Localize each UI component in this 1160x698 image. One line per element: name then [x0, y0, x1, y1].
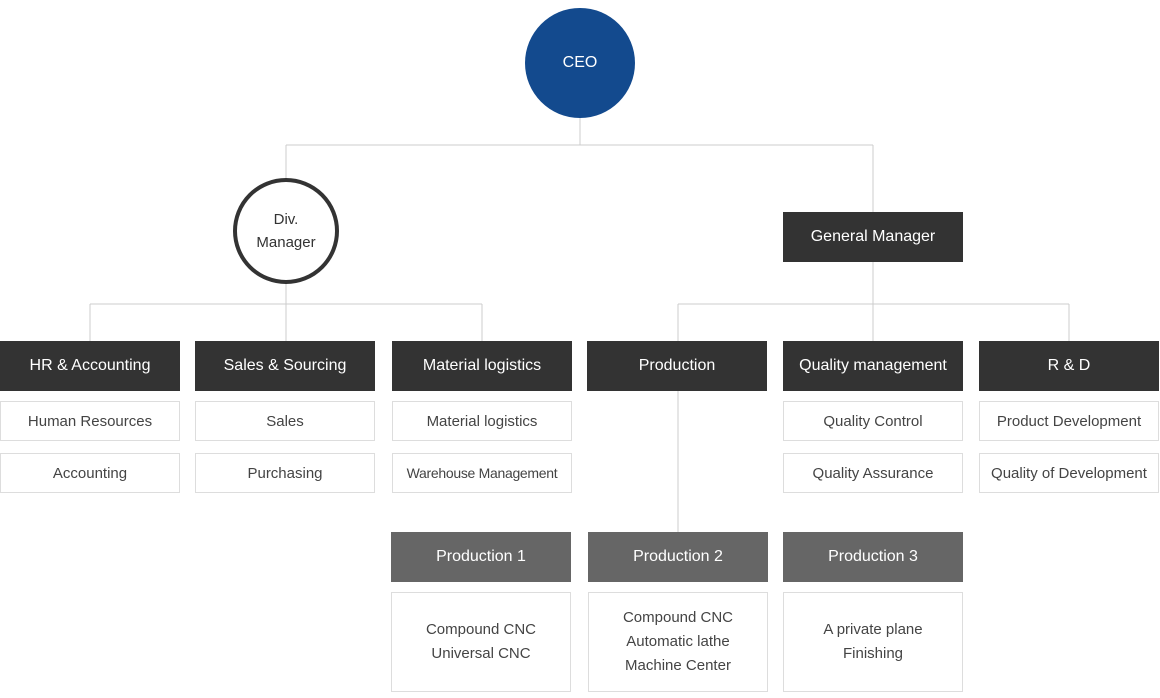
dept-quality-management: Quality management — [783, 341, 963, 391]
equipment-item: Universal CNC — [431, 645, 531, 662]
ceo-node: CEO — [525, 8, 635, 118]
sub-accounting: Accounting — [0, 453, 180, 493]
sub-warehouse-management: Warehouse Management — [392, 453, 572, 493]
equipment-item: Automatic lathe — [626, 633, 730, 650]
equipment-item: Compound CNC — [425, 621, 537, 638]
production-1-equipment: Compound CNC Universal CNC — [391, 592, 571, 692]
dept-rnd: R & D — [979, 341, 1159, 391]
sub-quality-assurance: Quality Assurance — [783, 453, 963, 493]
production-1-header: Production 1 — [391, 532, 571, 582]
sub-quality-of-development: Quality of Development — [979, 453, 1159, 493]
div-manager-label-line2: Manager — [256, 234, 316, 251]
sub-product-development: Product Development — [979, 401, 1159, 441]
general-manager-node: General Manager — [783, 212, 963, 262]
sub-material-logistics: Material logistics — [392, 401, 572, 441]
dept-hr-accounting: HR & Accounting — [0, 341, 180, 391]
dept-production: Production — [587, 341, 767, 391]
div-manager-label-line1: Div. — [273, 211, 299, 228]
equipment-item: A private plane — [823, 621, 923, 638]
production-2-header: Production 2 — [588, 532, 768, 582]
ceo-label: CEO — [562, 54, 598, 71]
sub-sales: Sales — [195, 401, 375, 441]
div-manager-node: Div. Manager — [233, 178, 339, 284]
sub-purchasing: Purchasing — [195, 453, 375, 493]
equipment-item: Finishing — [842, 645, 904, 662]
dept-material-logistics: Material logistics — [392, 341, 572, 391]
equipment-item: Compound CNC — [622, 609, 734, 626]
equipment-item: Machine Center — [625, 657, 731, 674]
production-3-header: Production 3 — [783, 532, 963, 582]
sub-human-resources: Human Resources — [0, 401, 180, 441]
production-3-equipment: A private plane Finishing — [783, 592, 963, 692]
dept-sales-sourcing: Sales & Sourcing — [195, 341, 375, 391]
production-2-equipment: Compound CNC Automatic lathe Machine Cen… — [588, 592, 768, 692]
sub-quality-control: Quality Control — [783, 401, 963, 441]
